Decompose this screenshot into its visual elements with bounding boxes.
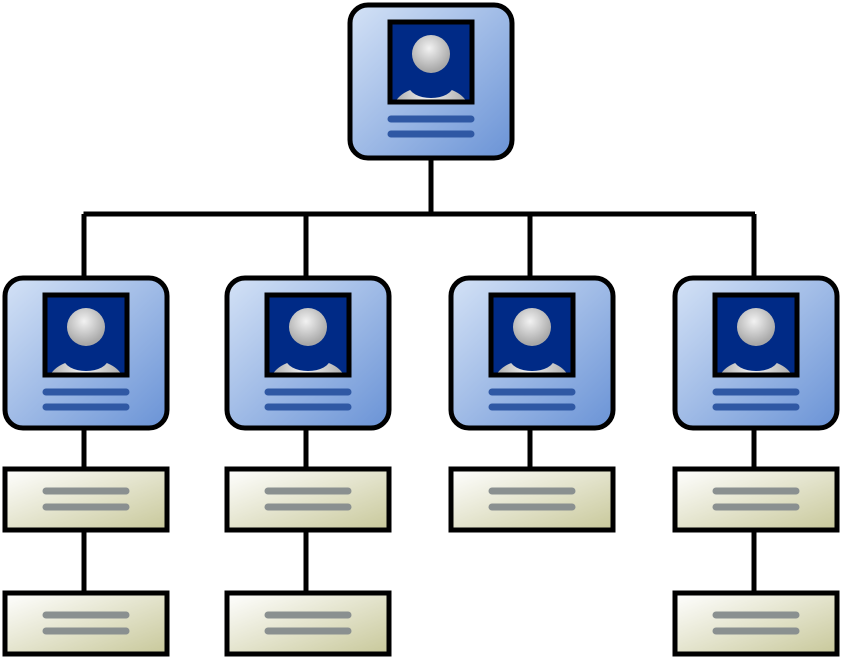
sub-item-box: [2, 590, 170, 657]
person-card-icon: [2, 275, 170, 431]
box-frame: [672, 590, 840, 657]
box-frame: [224, 466, 392, 533]
avatar-icon: [396, 35, 466, 100]
person-card-icon: [224, 275, 392, 431]
avatar-icon: [721, 308, 791, 373]
box-frame: [672, 466, 840, 533]
person-card-icon: [672, 275, 840, 431]
avatar-icon: [51, 308, 121, 373]
person-card-icon: [347, 2, 515, 161]
box-frame: [224, 590, 392, 657]
avatar-head: [289, 308, 327, 346]
sub-item-box: [224, 466, 392, 533]
sub-item-box: [448, 466, 616, 533]
sub-item-box: [672, 590, 840, 657]
sub-item-box: [672, 466, 840, 533]
person-card-icon: [448, 275, 616, 431]
avatar-icon: [273, 308, 343, 373]
sub-item-box: [2, 466, 170, 533]
avatar-head: [737, 308, 775, 346]
box-frame: [2, 590, 170, 657]
box-frame: [2, 466, 170, 533]
avatar-icon: [497, 308, 567, 373]
box-frame: [448, 466, 616, 533]
sub-item-box: [224, 590, 392, 657]
avatar-head: [412, 35, 450, 73]
avatar-head: [513, 308, 551, 346]
avatar-head: [67, 308, 105, 346]
